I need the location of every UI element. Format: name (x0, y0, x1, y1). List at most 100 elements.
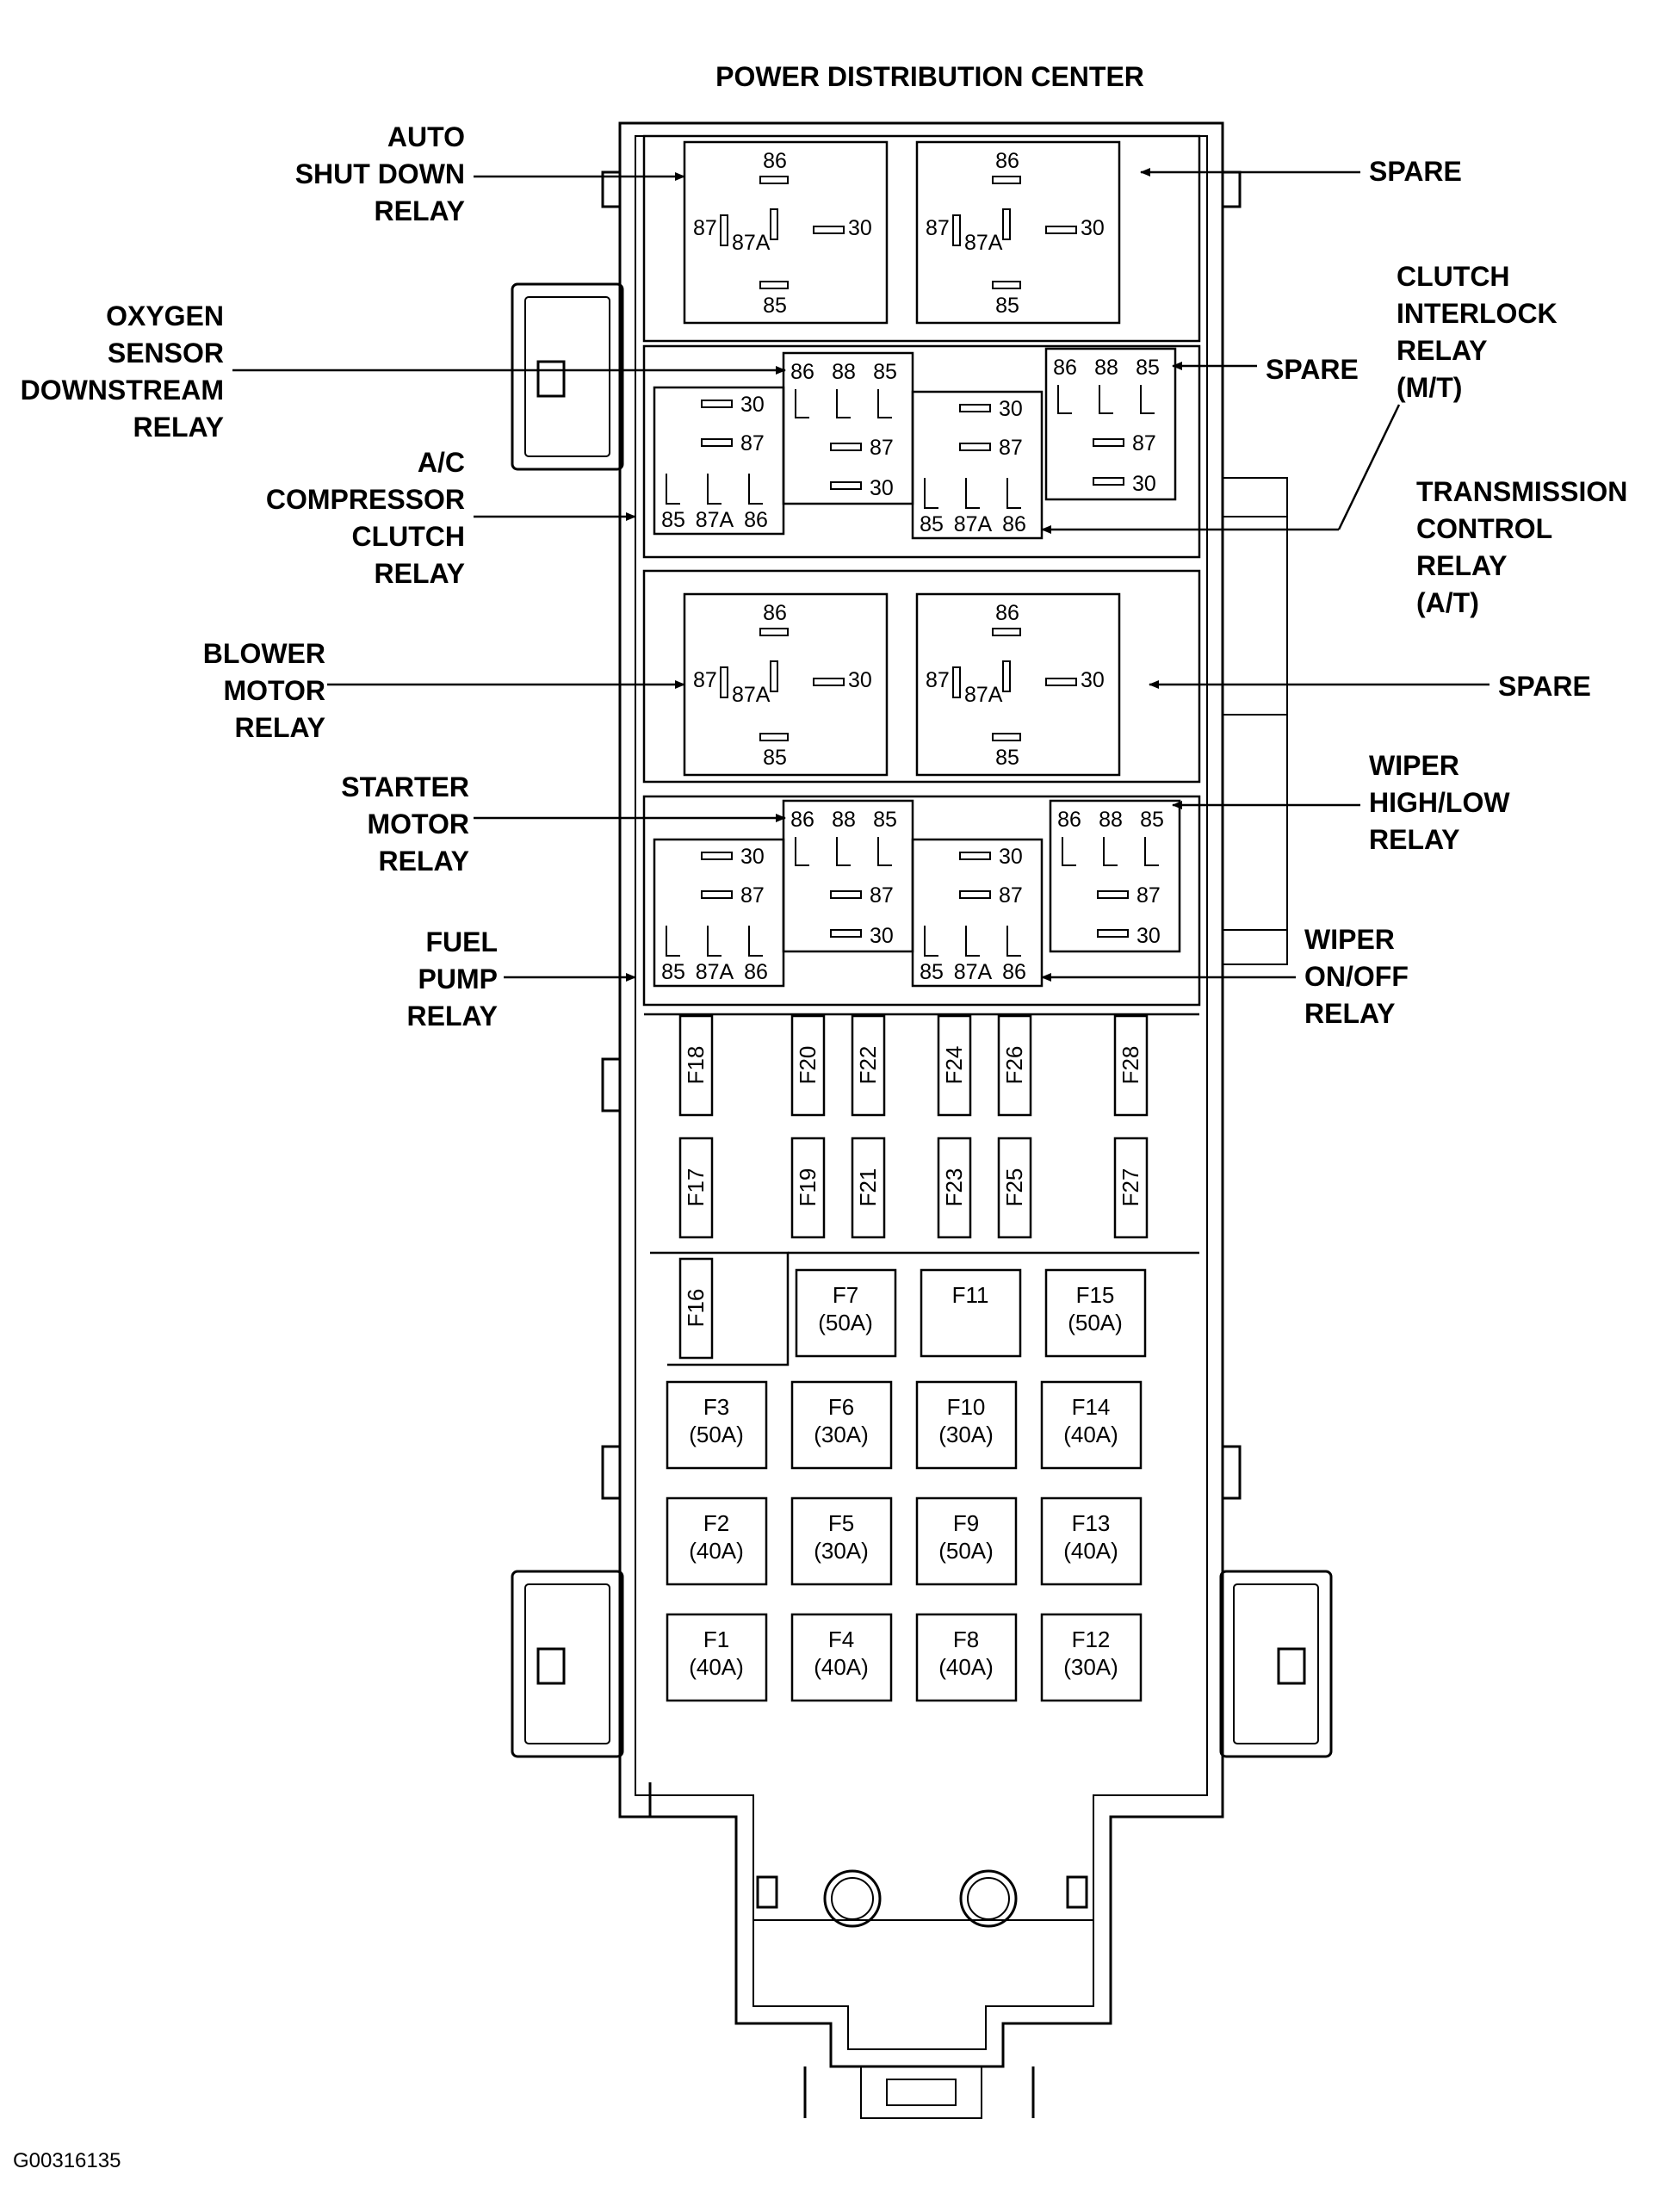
label-spare-row3: SPARE (1498, 671, 1591, 702)
pin-label: 85 (763, 746, 787, 770)
fuse-label: F20 (795, 1046, 821, 1085)
pdc-housing (511, 121, 1333, 2119)
pin-label: 87 (740, 431, 765, 455)
fuse-rating: (50A) (1068, 1310, 1123, 1335)
fuse-rating: (30A) (814, 1538, 869, 1564)
pin-label: 86 (763, 149, 787, 173)
figure-id: G00316135 (13, 2149, 121, 2172)
pin-label: 85 (661, 508, 685, 532)
fuse-rating: (40A) (1063, 1422, 1118, 1447)
pin-label: 87A (964, 683, 1003, 707)
pin-label: 88 (1094, 356, 1118, 380)
fuse-label: F21 (855, 1168, 881, 1207)
pin-label: 85 (995, 746, 1019, 770)
fuse-rating: (30A) (938, 1422, 994, 1447)
pin-label: 85 (1140, 808, 1164, 832)
fuse-label: F17 (683, 1168, 709, 1207)
fuse-id: F5 (828, 1510, 854, 1536)
mini-fuse: F19 (790, 1137, 826, 1239)
pin-label: 88 (832, 360, 856, 384)
fuse-id: F12 (1072, 1626, 1111, 1652)
maxi-fuse: F1(40A) (666, 1613, 768, 1702)
mini-fuse: F27 (1113, 1137, 1149, 1239)
pin-label: 87 (999, 436, 1023, 460)
fuse-id: F2 (703, 1510, 729, 1536)
maxi-fuse: F13(40A) (1040, 1496, 1143, 1586)
pin-label: 30 (870, 924, 894, 948)
fuse-label: F26 (1001, 1046, 1027, 1085)
mini-fuse: F25 (997, 1137, 1032, 1239)
pin-label: 30 (1081, 668, 1105, 692)
pin-label: 87 (870, 883, 894, 908)
maxi-fuse: F2(40A) (666, 1496, 768, 1586)
pin-label: 30 (1136, 924, 1161, 948)
full-iso-relays: 868787A3085868787A3085868787A3085868787A… (683, 140, 1121, 777)
maxi-fuse: F15(50A) (1044, 1268, 1147, 1358)
maxi-fuse: F5(30A) (790, 1496, 893, 1586)
fuse-label: F28 (1118, 1046, 1143, 1085)
fuse-label: F27 (1118, 1168, 1143, 1207)
fuse-rating: (30A) (814, 1422, 869, 1447)
label-spare-top: SPARE (1369, 156, 1462, 187)
fuse-id: F1 (703, 1626, 729, 1652)
pin-label: 30 (1081, 216, 1105, 240)
mini-fuse: F17 (678, 1137, 714, 1239)
pin-label: 87 (870, 436, 894, 460)
maxi-fuse: F10(30A) (915, 1380, 1018, 1470)
maxi-fuse: F7(50A) (795, 1268, 897, 1358)
leader-clutch-interlock-relay (1337, 404, 1401, 530)
fuse-rating: (50A) (938, 1538, 994, 1564)
mini-fuse: F21 (851, 1137, 886, 1239)
pin-label: 30 (999, 397, 1023, 421)
fuse-label: F18 (683, 1046, 709, 1085)
pin-label: 86 (1002, 512, 1026, 536)
relay-panels (642, 134, 1201, 1366)
fuse-id: F13 (1072, 1510, 1111, 1536)
fuse-rating: (40A) (689, 1538, 744, 1564)
pin-label: 86 (744, 508, 768, 532)
pin-label: 87A (732, 683, 771, 707)
pin-label: 86 (1057, 808, 1081, 832)
mini-fuse: F16 (678, 1257, 714, 1360)
fuse-label: F19 (795, 1168, 821, 1207)
pin-label: 85 (920, 512, 944, 536)
pin-label: 30 (848, 668, 872, 692)
pin-label: 30 (1132, 472, 1156, 496)
pin-label: 86 (790, 808, 814, 832)
maxi-fuse: F8(40A) (915, 1613, 1018, 1702)
pin-label: 30 (740, 393, 765, 417)
fuse-id: F4 (828, 1626, 854, 1652)
mini-fuse: F26 (997, 1014, 1032, 1117)
fuse-rating: (40A) (938, 1654, 994, 1680)
maxi-fuse: F6(30A) (790, 1380, 893, 1470)
diagram-title: POWER DISTRIBUTION CENTER (715, 61, 1144, 92)
pin-label: 86 (790, 360, 814, 384)
fuse-id: F10 (947, 1394, 986, 1420)
pin-label: 85 (920, 960, 944, 984)
pin-label: 87 (1132, 431, 1156, 455)
pin-label: 86 (763, 601, 787, 625)
fuse-label: F25 (1001, 1168, 1027, 1207)
fuse-label: F23 (941, 1168, 967, 1207)
callouts (232, 168, 1489, 982)
pin-label: 85 (763, 294, 787, 318)
fuse-label: F22 (855, 1046, 881, 1085)
pin-label: 30 (848, 216, 872, 240)
maxi-fuse: F4(40A) (790, 1613, 893, 1702)
